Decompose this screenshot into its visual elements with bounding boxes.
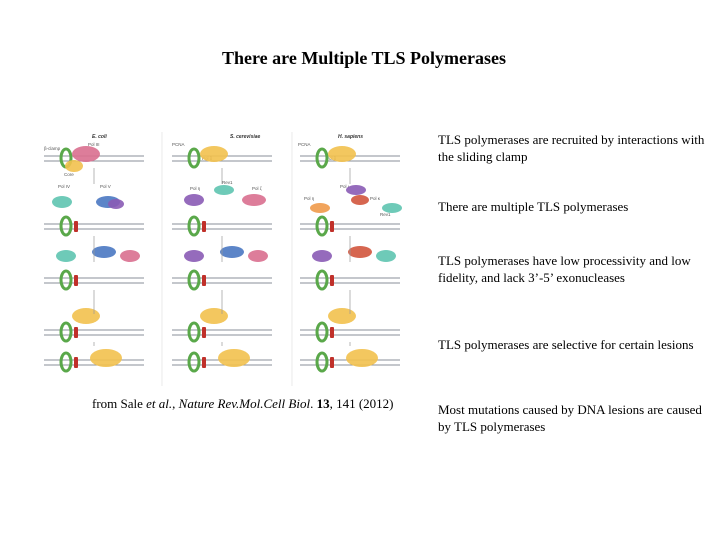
bullet-multiple-polymerases: There are multiple TLS polymerases (438, 199, 629, 214)
clamp-row2-col1 (187, 215, 201, 237)
label-pol-iv: Pol IV (58, 184, 70, 189)
tls-figure-svg: E. coli S. cerevisiae H. sapiens β-clamp… (44, 132, 402, 386)
lesion-row3-col0 (74, 275, 78, 286)
label-yeast-pcna: PCNA (172, 142, 185, 147)
clamp-row3-col0 (59, 269, 73, 291)
citation-etal: et al. (146, 396, 173, 411)
label-core: Core (64, 172, 74, 177)
replicative-pol-row1-col0 (72, 146, 100, 162)
lesion-row3-col1 (202, 275, 206, 286)
label-yeast-pol-eta: Pol η (190, 186, 201, 191)
replicative-pol-row5-col2 (346, 349, 378, 367)
tls-pol-right-row3-col0 (120, 250, 140, 262)
label-human-rev1: Rev1 (380, 212, 391, 217)
pol-row4-col2 (328, 308, 356, 324)
citation-sep: , (172, 396, 179, 411)
core-ecoli (65, 160, 83, 172)
replicative-pol-row1-col2 (328, 146, 356, 162)
clamp-row1-col1 (187, 147, 201, 169)
pol-iv-ecoli (52, 196, 72, 208)
slide-title: There are Multiple TLS Polymerases (222, 48, 506, 68)
pol-v-subunit-ecoli (108, 199, 124, 209)
citation-dot: . (310, 396, 317, 411)
label-pol-v: Pol V (100, 184, 111, 189)
tls-pol-left-row3-col0 (56, 250, 76, 262)
lesion-row4-col0 (74, 327, 78, 338)
clamp-row2-col0 (59, 215, 73, 237)
bullet-mutations-from-tls: Most mutations caused by DNA lesions are… (438, 402, 702, 434)
figure-marks (44, 146, 402, 373)
label-yeast-rev1: Rev1 (222, 180, 233, 185)
tls-pol-right-row3-col2 (376, 250, 396, 262)
lesion-row5-col2 (330, 357, 334, 368)
figure-citation: from Sale et al., Nature Rev.Mol.Cell Bi… (92, 396, 432, 412)
label-beta-clamp: β-clamp (44, 146, 61, 151)
tls-pol-right-row3-col1 (248, 250, 268, 262)
clamp-row3-col2 (315, 269, 329, 291)
column-header-human: H. sapiens (338, 134, 363, 140)
rev1-human (382, 203, 402, 213)
bullet-recruited-by-clamp: TLS polymerases are recruited by interac… (438, 132, 705, 164)
label-human-pol-kappa: Pol κ (370, 196, 381, 201)
pol-kappa-human (351, 195, 369, 205)
citation-journal: Nature Rev.Mol.Cell Biol (178, 396, 311, 411)
tls-polymerase-figure: E. coli S. cerevisiae H. sapiens β-clamp… (40, 128, 432, 388)
label-yeast-pol-zeta: Pol ζ (252, 186, 262, 191)
pol-eta-yeast (184, 194, 204, 206)
label-human-pol-eta: Pol η (304, 196, 315, 201)
tls-pol-mid-row3-col0 (92, 246, 116, 258)
replicative-pol-row5-col0 (90, 349, 122, 367)
pol-iota-human (346, 185, 366, 195)
lesion-row2-col0 (74, 221, 78, 232)
clamp-row4-col0 (59, 321, 73, 343)
tls-pol-mid-row3-col1 (220, 246, 244, 258)
lesion-row4-col1 (202, 327, 206, 338)
pol-row4-col0 (72, 308, 100, 324)
label-human-pol-iota: Pol ι (340, 184, 349, 189)
lesion-row2-col1 (202, 221, 206, 232)
column-header-ecoli: E. coli (92, 134, 107, 140)
rev1-yeast (214, 185, 234, 195)
citation-pages: , 141 (2012) (329, 396, 394, 411)
clamp-row4-col2 (315, 321, 329, 343)
lesion-row3-col2 (330, 275, 334, 286)
clamp-row3-col1 (187, 269, 201, 291)
clamp-row1-col2 (315, 147, 329, 169)
bullet-lesion-selective: TLS polymerases are selective for certai… (438, 337, 694, 352)
tls-pol-left-row3-col1 (184, 250, 204, 262)
replicative-pol-row1-col1 (200, 146, 228, 162)
clamp-row2-col2 (315, 215, 329, 237)
pol-row4-col1 (200, 308, 228, 324)
tls-pol-left-row3-col2 (312, 250, 332, 262)
replicative-pol-row5-col1 (218, 349, 250, 367)
tls-pol-mid-row3-col2 (348, 246, 372, 258)
label-pol-iii: Pol III (88, 142, 100, 147)
clamp-row4-col1 (187, 321, 201, 343)
lesion-row5-col0 (74, 357, 78, 368)
clamp-row5-col2 (315, 351, 329, 373)
lesion-row5-col1 (202, 357, 206, 368)
bullet-low-processivity: TLS polymerases have low processivity an… (438, 253, 691, 285)
clamp-row5-col1 (187, 351, 201, 373)
citation-prefix: from Sale (92, 396, 147, 411)
column-header-yeast: S. cerevisiae (230, 134, 261, 140)
pol-eta-human (310, 203, 330, 213)
citation-volume: 13 (316, 396, 330, 411)
label-human-pcna: PCNA (298, 142, 311, 147)
lesion-row4-col2 (330, 327, 334, 338)
lesion-row2-col2 (330, 221, 334, 232)
pol-zeta-yeast (242, 194, 266, 206)
clamp-row5-col0 (59, 351, 73, 373)
